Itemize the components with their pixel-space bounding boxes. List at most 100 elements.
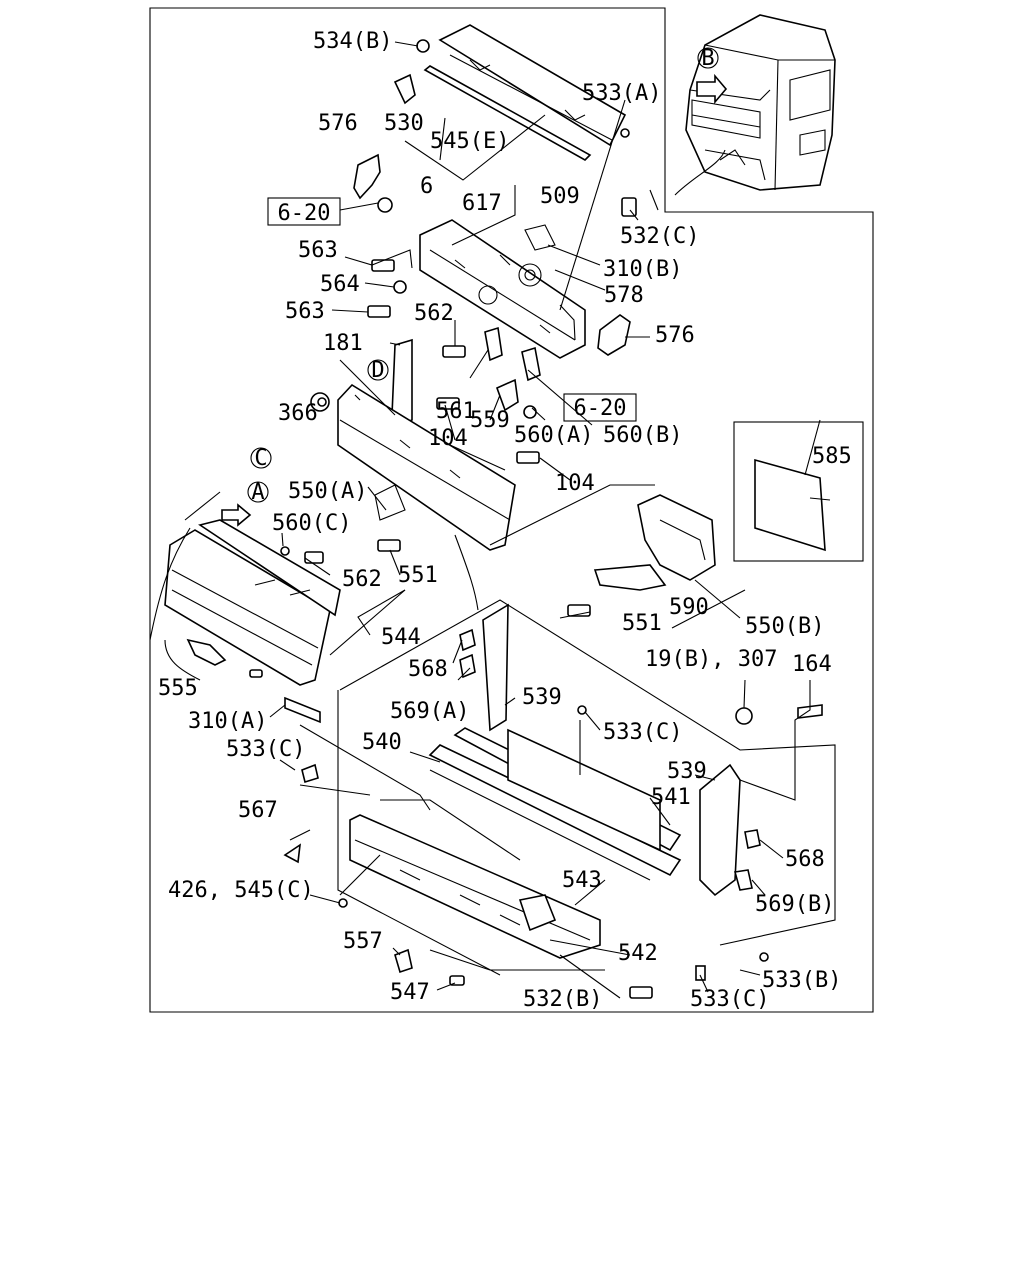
label-532B: 532(B) [523,987,602,1012]
pillar-539-left [482,603,509,732]
label-562-top: 562 [414,301,454,326]
label-551-left: 551 [398,563,438,588]
label-19B-307: 19(B), 307 [645,647,777,672]
sticker-585 [754,458,826,552]
bracket-561 [484,326,503,362]
label-540: 540 [362,730,402,755]
label-576-right: 576 [655,323,695,348]
label-509: 509 [540,184,580,209]
label-310B: 310(B) [603,257,682,282]
svg-text:A: A [251,480,264,505]
label-568-right: 568 [785,847,825,872]
clip-533B [759,952,769,962]
label-547: 547 [390,980,430,1005]
label-617: 617 [462,191,502,216]
bracket-559 [495,378,519,412]
callout-D: D [367,358,389,383]
label-557: 557 [343,929,383,954]
clip-533C-bottom [695,965,706,981]
clip-569B [733,869,753,891]
label-568-left: 568 [408,657,448,682]
upper-frame-assembly [419,219,586,359]
rivet-567 [283,843,301,864]
bracket-560B [521,346,541,382]
label-585: 585 [812,444,852,469]
label-533B: 533(B) [762,968,841,993]
label-6: 6 [420,174,433,199]
callout-A: A [247,480,269,505]
callout-B: B [697,46,719,71]
label-550B: 550(B) [745,614,824,639]
upper-cover-545E [423,24,627,161]
clip-568-left [459,628,476,652]
svg-text:C: C [254,446,267,471]
pillar-539-right [699,763,741,897]
label-104-left: 104 [428,426,468,451]
label-544: 544 [381,625,421,650]
callout-C: C [250,446,272,471]
clip-533C-mid [577,705,587,715]
label-564: 564 [320,272,360,297]
label-533C-left: 533(C) [226,737,305,762]
label-551-right: 551 [622,611,662,636]
label-578: 578 [604,283,644,308]
clip-557 [394,948,413,974]
label-533A: 533(A) [582,81,661,106]
inset-truck-cab [674,14,836,196]
middle-crossmember [337,383,516,551]
label-541: 541 [651,785,691,810]
label-534B: 534(B) [313,29,392,54]
label-366: 366 [278,401,318,426]
label-560B: 560(B) [603,423,682,448]
bracket-530 [393,73,416,105]
ref-6-20-left: 6-20 [278,201,331,226]
label-550A: 550(A) [288,479,367,504]
label-164 [797,704,823,719]
label-559: 559 [470,408,510,433]
lower-frame-543 [349,799,601,959]
diagram-border [149,7,874,1013]
ref-6-20-right: 6-20 [574,396,627,421]
front-grille-544 [164,503,341,686]
ref-box-6-20-right[interactable] [563,393,637,422]
label-539-right: 539 [667,759,707,784]
label-563-top: 563 [298,238,338,263]
bolt-555 [186,638,227,666]
label-542: 542 [618,941,658,966]
label-532C: 532(C) [620,224,699,249]
ref-box-6-20-left[interactable] [267,197,341,226]
label-545E: 545(E) [430,129,509,154]
label-104-right: 104 [555,471,595,496]
panel-541 [507,728,661,852]
label-561: 561 [436,399,476,424]
label-426-545C: 426, 545(C) [168,878,314,903]
hinge-576-right [597,314,631,356]
label-563-bottom: 563 [285,299,325,324]
label-530: 530 [384,111,424,136]
label-555: 555 [158,676,198,701]
clip-533C-left [301,763,319,784]
label-310A: 310(A) [188,709,267,734]
label-567: 567 [238,798,278,823]
label-562-bottom: 562 [342,567,382,592]
svg-text:D: D [371,358,384,383]
svg-text:B: B [701,46,714,71]
label-569A: 569(A) [390,699,469,724]
label-590: 590 [669,595,709,620]
clip-426-545C [338,898,348,908]
label-569B: 569(B) [755,892,834,917]
label-560A: 560(A) [514,423,593,448]
part-labels: 534(B) 530 576 545(E) 533(A) 6 6-20 617 … [158,29,852,1012]
bracket-550B-assembly [593,494,716,591]
clip-569A [459,653,476,679]
label-533C-bottom: 533(C) [690,987,769,1012]
label-585-box [733,421,864,562]
leader-lines [149,41,836,999]
label-181: 181 [323,331,363,356]
label-533C-mid: 533(C) [603,720,682,745]
label-164: 164 [792,652,832,677]
label-539-left: 539 [522,685,562,710]
label-560C: 560(C) [272,511,351,536]
label-576-top: 576 [318,111,358,136]
